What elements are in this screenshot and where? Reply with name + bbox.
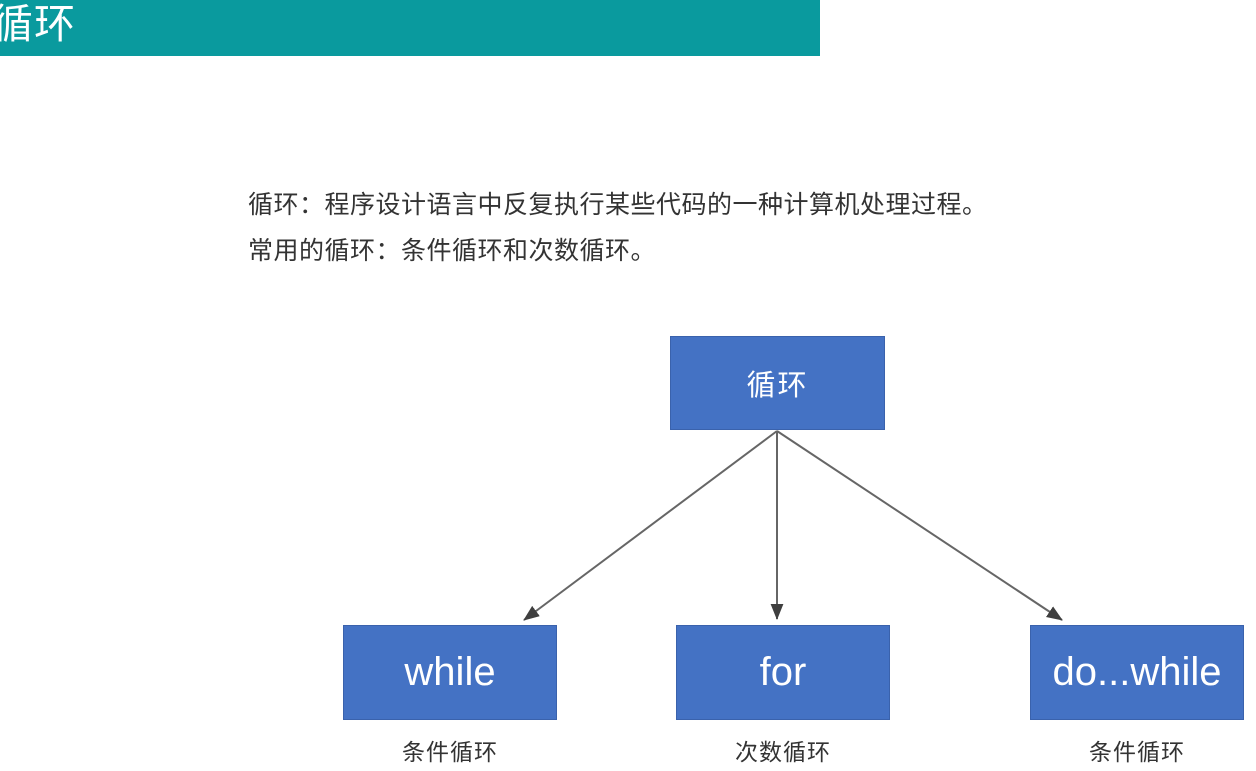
diagram-node-while[interactable]: while (343, 625, 557, 720)
diagram-node-root-label: 循环 (746, 370, 809, 402)
diagram-caption-for: 次数循环 (735, 740, 831, 765)
body-line-2: 常用的循环：条件循环和次数循环。 (248, 238, 657, 265)
diagram-node-dowhile[interactable]: do...while (1030, 625, 1244, 720)
page-title: 循环 (0, 1, 76, 47)
diagram-node-while-label: while (404, 650, 496, 694)
diagram-caption-while: 条件循环 (402, 740, 498, 765)
arrow-root-to-while (523, 430, 778, 621)
body-text-block: 循环：程序设计语言中反复执行某些代码的一种计算机处理过程。 常用的循环：条件循环… (248, 183, 1068, 275)
arrow-root-to-dowhile (776, 430, 1063, 621)
body-line-1: 循环：程序设计语言中反复执行某些代码的一种计算机处理过程。 (248, 192, 988, 219)
diagram-node-dowhile-label: do...while (1052, 650, 1222, 694)
diagram-node-for[interactable]: for (676, 625, 890, 720)
diagram-node-root[interactable]: 循环 (670, 336, 885, 430)
diagram-caption-dowhile: 条件循环 (1089, 740, 1185, 765)
slide-title-banner: 循环 (0, 0, 820, 56)
diagram-node-for-label: for (759, 650, 807, 694)
